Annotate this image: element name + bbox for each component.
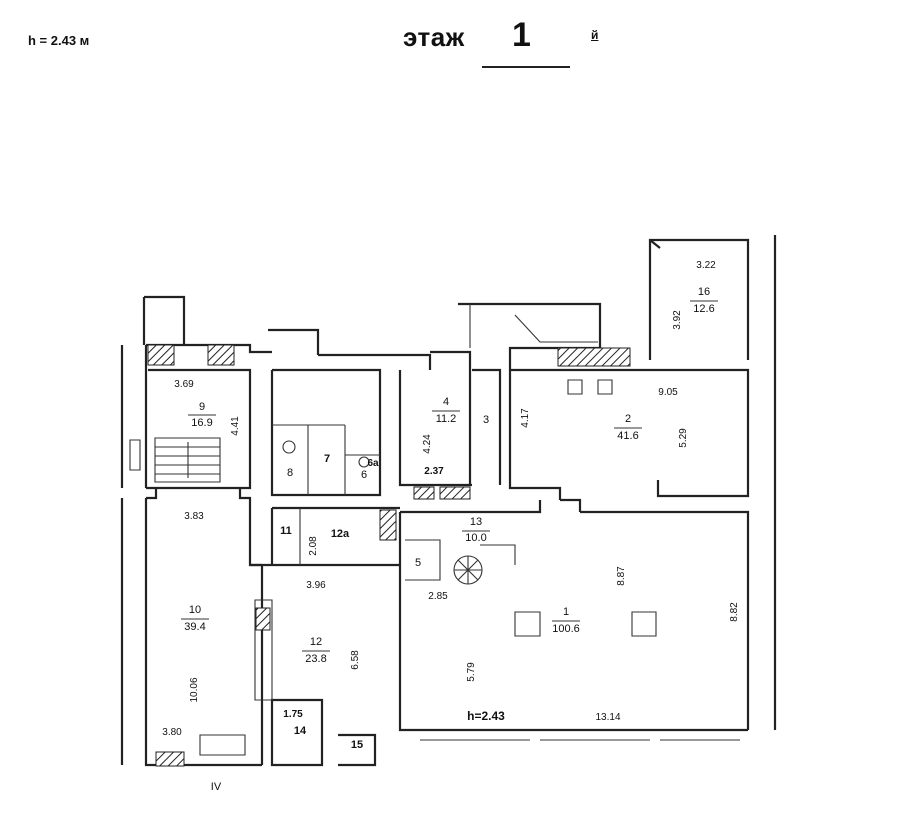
dim-2-08: 2.08 bbox=[308, 536, 319, 556]
room-6a-number: 6а bbox=[367, 458, 379, 469]
floor-suffix: й bbox=[591, 28, 599, 42]
room-2-number: 2 bbox=[625, 413, 631, 425]
room-10-area: 39.4 bbox=[184, 621, 205, 633]
dim-3-83: 3.83 bbox=[184, 511, 204, 522]
dim-2-37: 2.37 bbox=[424, 466, 444, 477]
dim-5-29: 5.29 bbox=[678, 428, 689, 448]
dim-9-05: 9.05 bbox=[658, 387, 678, 398]
room-13-area: 10.0 bbox=[465, 532, 486, 544]
dim-8-87: 8.87 bbox=[616, 566, 627, 586]
room-3-number: 3 bbox=[483, 414, 489, 426]
room-12-area: 23.8 bbox=[305, 653, 326, 665]
room-2-area: 41.6 bbox=[617, 430, 638, 442]
title-underline bbox=[482, 66, 570, 68]
dim-2-85: 2.85 bbox=[428, 591, 448, 602]
room-15-number: 15 bbox=[351, 739, 363, 751]
room-8-number: 8 bbox=[287, 467, 293, 479]
dim-3-80: 3.80 bbox=[162, 727, 182, 738]
floor-title: этаж bbox=[403, 22, 465, 52]
room-11-number: 11 bbox=[280, 525, 292, 537]
dim-1-75: 1.75 bbox=[283, 709, 303, 720]
room-9-number: 9 bbox=[199, 401, 205, 413]
floor-number: 1 bbox=[512, 16, 531, 54]
room-10-number: 10 bbox=[189, 604, 201, 616]
room-7-number: 7 bbox=[324, 453, 330, 465]
bottom-ceiling-height: h=2.43 bbox=[467, 709, 505, 723]
room-13-number: 13 bbox=[470, 516, 482, 528]
dim-4-24: 4.24 bbox=[422, 434, 433, 454]
room-12-number: 12 bbox=[310, 636, 322, 648]
area-bars bbox=[181, 300, 718, 652]
room-1-area: 100.6 bbox=[552, 623, 580, 635]
dim-5-79: 5.79 bbox=[466, 662, 477, 682]
dim-6-58: 6.58 bbox=[350, 650, 361, 670]
room-12a-number: 12а bbox=[331, 528, 350, 540]
dim-3-92: 3.92 bbox=[672, 310, 683, 330]
room-16-number: 16 bbox=[698, 286, 710, 298]
hatched-elements bbox=[147, 344, 631, 767]
partitions bbox=[129, 304, 740, 756]
room-4-number: 4 bbox=[443, 396, 449, 408]
dim-3-22: 3.22 bbox=[696, 260, 716, 271]
dim-13-14: 13.14 bbox=[595, 712, 620, 723]
dimension-labels: 3.69 4.41 3.83 10.06 3.80 2.08 3.96 6.58… bbox=[162, 260, 740, 738]
dim-3-69: 3.69 bbox=[174, 379, 194, 390]
room-16-area: 12.6 bbox=[693, 303, 714, 315]
room-4-area: 11.2 bbox=[436, 413, 457, 425]
dim-4-17: 4.17 bbox=[520, 408, 531, 428]
room-6-number: 6 bbox=[361, 469, 367, 481]
room-14-number: 14 bbox=[294, 725, 307, 737]
dim-10-06: 10.06 bbox=[189, 677, 200, 702]
room-9-area: 16.9 bbox=[191, 417, 212, 429]
room-5-number: 5 bbox=[415, 557, 421, 569]
dim-4-41: 4.41 bbox=[230, 416, 241, 436]
room-labels: 1 100.6 2 41.6 3 4 11.2 5 6 6а 7 8 9 16.… bbox=[184, 286, 714, 751]
dim-8-82: 8.82 bbox=[729, 602, 740, 622]
dim-3-96: 3.96 bbox=[306, 580, 326, 591]
ceiling-height-note: h = 2.43 м bbox=[28, 33, 90, 48]
room-1-number: 1 bbox=[563, 606, 569, 618]
axis-label: IV bbox=[211, 781, 222, 793]
